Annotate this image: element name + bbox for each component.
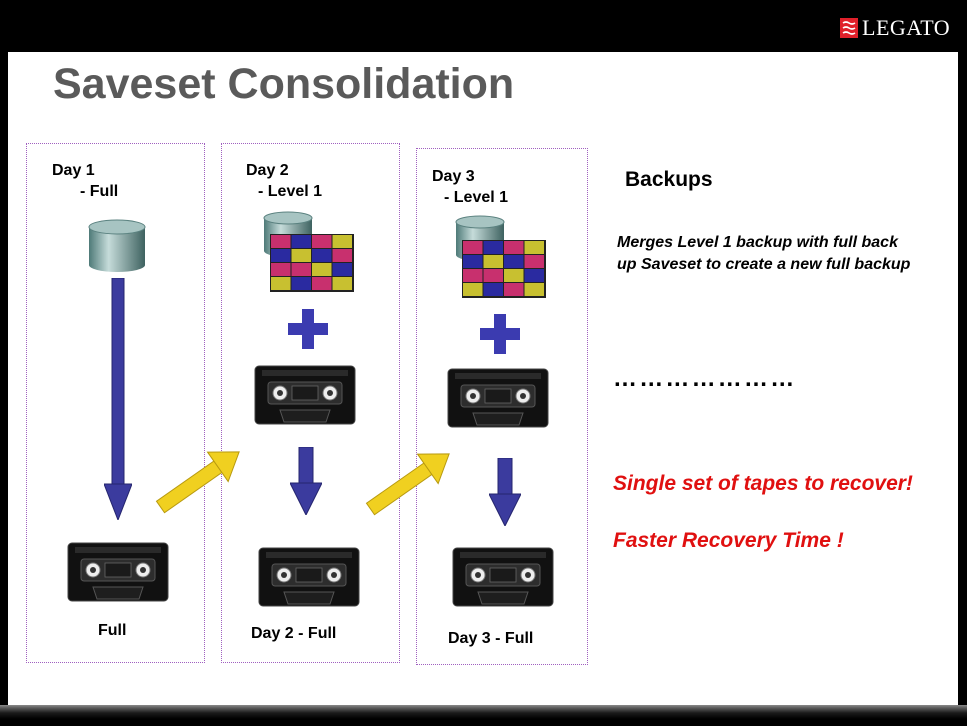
panel-day-3 — [416, 148, 588, 665]
backups-heading: Backups — [625, 168, 713, 191]
day-1-label: Day 1 — [52, 162, 95, 179]
down-arrow-icon — [104, 278, 132, 520]
day-2-result-label: Day 2 - Full — [251, 625, 337, 642]
panel-day-1 — [26, 143, 205, 663]
tape-cartridge-icon — [258, 547, 360, 607]
day-2-label: Day 2 — [246, 162, 289, 179]
legato-logo: LEGATO — [840, 14, 950, 42]
tape-cartridge-icon — [452, 547, 554, 607]
bottom-bar — [0, 705, 967, 726]
plus-icon — [480, 314, 520, 354]
highlight-single-set: Single set of tapes to recover! — [613, 472, 913, 495]
tape-cartridge-icon — [67, 542, 169, 602]
day-3-label: Day 3 — [432, 168, 475, 185]
logo-text: LEGATO — [862, 15, 951, 40]
highlight-faster-recovery: Faster Recovery Time ! — [613, 529, 844, 552]
day-1-level-label: - Full — [80, 183, 119, 200]
page-title: Saveset Consolidation — [53, 60, 515, 108]
day-3-result-label: Day 3 - Full — [448, 630, 534, 647]
diagonal-arrow-icon — [155, 451, 240, 514]
dotted-separator: ………………… — [613, 365, 797, 392]
data-blocks-icon — [270, 234, 354, 292]
database-icon — [88, 219, 146, 272]
panel-day-2 — [221, 143, 400, 663]
legato-logo-icon — [840, 18, 858, 38]
day-3-level-label: - Level 1 — [444, 189, 509, 206]
top-bar: LEGATO — [0, 0, 967, 50]
day-1-result-label: Full — [98, 622, 127, 639]
tape-cartridge-icon — [254, 365, 356, 425]
diagonal-arrow-icon — [365, 453, 450, 516]
data-blocks-icon — [462, 240, 546, 298]
down-arrow-icon — [290, 447, 322, 515]
merge-description: Merges Level 1 backup with full back up … — [617, 234, 911, 273]
day-2-level-label: - Level 1 — [258, 183, 323, 200]
tape-cartridge-icon — [447, 368, 549, 428]
down-arrow-icon — [489, 458, 521, 526]
plus-icon — [288, 309, 328, 349]
